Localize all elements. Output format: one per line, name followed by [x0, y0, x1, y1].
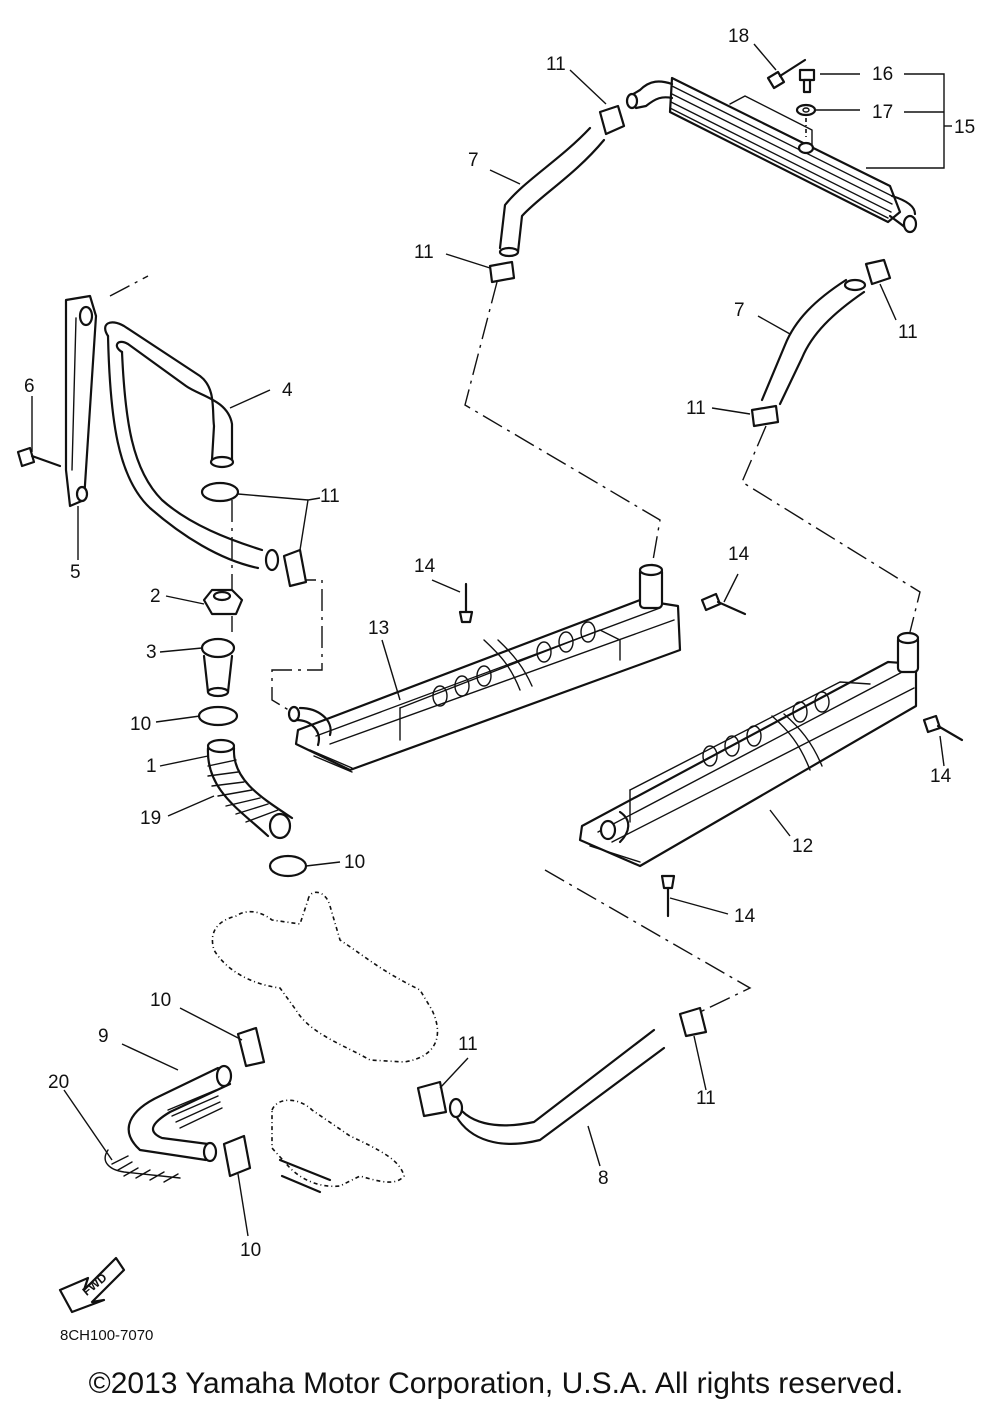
- callout-13: 13: [368, 618, 389, 639]
- bolt-6: [16, 446, 62, 468]
- callout-4: 4: [282, 380, 293, 401]
- callout-12: 12: [792, 836, 813, 857]
- callout-11-b: 11: [414, 242, 434, 263]
- heat-exchanger-12: [578, 631, 920, 868]
- callout-18: 18: [728, 26, 749, 47]
- callout-11-c: 11: [898, 322, 918, 343]
- callout-16: 16: [872, 64, 893, 85]
- callout-10-c: 10: [150, 990, 171, 1011]
- bracket-5: [64, 294, 98, 508]
- oil-cooler: [625, 76, 918, 234]
- clamp-11-g: [416, 1080, 448, 1118]
- clamp-11-h: [678, 1006, 708, 1038]
- callout-9: 9: [98, 1026, 109, 1047]
- leader-lines: [31, 43, 952, 1237]
- callout-14-b: 14: [728, 544, 750, 565]
- callout-labels: 1 2 3 4 5 6 7 7 8 9 10 10 10 10 11 11 11…: [24, 26, 975, 1261]
- drawing-code: 8CH100-7070: [60, 1327, 153, 1344]
- callout-11-g: 11: [696, 1088, 716, 1109]
- hose-8: [448, 1028, 666, 1145]
- callout-11-a: 11: [546, 54, 566, 75]
- callout-17: 17: [872, 102, 893, 123]
- clamp-11-e: [200, 481, 240, 503]
- callout-8: 8: [598, 1168, 609, 1189]
- bellows-hose-1: [206, 738, 294, 840]
- clamp-10-c: [236, 1026, 266, 1068]
- callout-15: 15: [954, 117, 975, 138]
- callout-19: 19: [140, 808, 161, 829]
- clamp-11-b: [488, 260, 516, 284]
- callout-14-d: 14: [734, 906, 756, 927]
- housing-3: [200, 637, 236, 698]
- hose-7-top: [498, 126, 606, 258]
- callout-11-f: 11: [458, 1034, 478, 1055]
- copyright-notice: ©2013 Yamaha Motor Corporation, U.S.A. A…: [89, 1367, 904, 1400]
- hose-9: [127, 1064, 233, 1163]
- callout-2: 2: [150, 586, 161, 607]
- hose-4: [104, 321, 280, 572]
- callout-3: 3: [146, 642, 157, 663]
- callout-14-c: 14: [930, 766, 952, 787]
- clamp-10-a: [197, 705, 239, 727]
- callout-5: 5: [70, 562, 81, 583]
- washer-17: [795, 103, 817, 117]
- callout-20: 20: [48, 1072, 69, 1093]
- rivet-14-a: [458, 582, 474, 624]
- hose-7-right: [760, 278, 867, 406]
- callout-7-top: 7: [468, 150, 479, 171]
- heat-exchanger-13: [287, 563, 682, 773]
- forward-direction-arrow: FWD: [58, 1256, 126, 1314]
- clamp-10-d: [222, 1134, 252, 1178]
- callout-11-d: 11: [686, 398, 706, 419]
- spring-20: [104, 1089, 223, 1183]
- bolt-16: [798, 68, 816, 94]
- clamp-11-d: [750, 404, 780, 428]
- clamp-11-a: [598, 104, 626, 136]
- clamp-11-f: [282, 548, 308, 588]
- callout-14-a: 14: [414, 556, 436, 577]
- callout-1: 1: [146, 756, 157, 777]
- rivet-14-c: [922, 714, 964, 742]
- callout-10-b: 10: [344, 852, 365, 873]
- callout-7-right: 7: [734, 300, 745, 321]
- rivet-14-b: [700, 592, 747, 616]
- callout-6: 6: [24, 376, 35, 397]
- callout-10-a: 10: [130, 714, 151, 735]
- rivet-14-d: [660, 874, 676, 918]
- engine-phantom-outline: [211, 891, 439, 1194]
- callout-11-e: 11: [320, 486, 340, 507]
- clamp-11-c: [864, 258, 892, 286]
- clamp-10-b: [268, 854, 308, 878]
- rivet-18: [766, 58, 807, 90]
- callout-10-d: 10: [240, 1240, 261, 1261]
- cap-2: [202, 588, 244, 616]
